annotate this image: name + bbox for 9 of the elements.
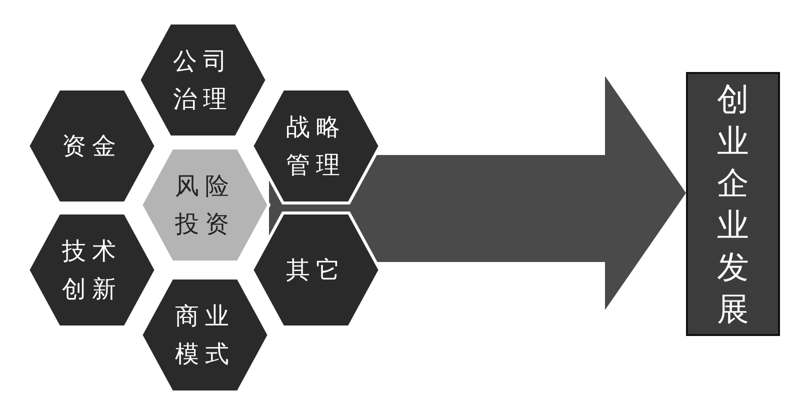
hexagon-label: 战略管理 [286, 112, 346, 181]
hexagon-label: 公司治理 [173, 46, 233, 115]
hexagon-label: 资金 [62, 131, 122, 162]
result-box [686, 72, 780, 336]
hexagon-label: 风险投资 [175, 171, 235, 240]
result-label: 创业企业发展 [716, 79, 750, 330]
hexagon-label: 技术创新 [62, 236, 122, 305]
hexagon-label: 商业模式 [175, 301, 235, 370]
hexagon-label: 其它 [286, 255, 346, 286]
